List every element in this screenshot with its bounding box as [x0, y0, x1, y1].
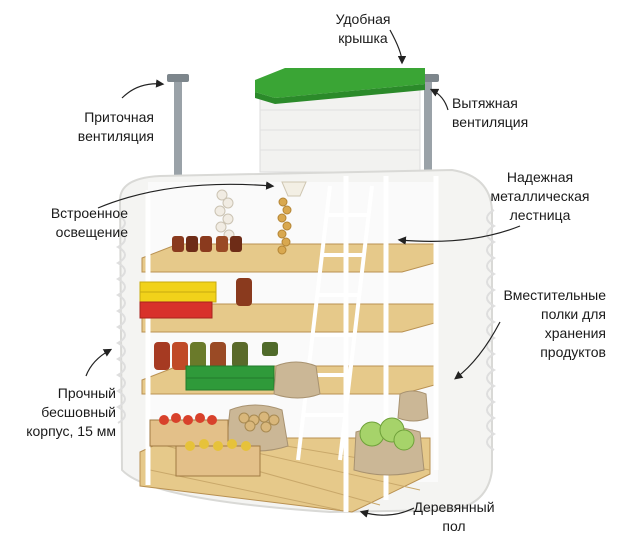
green-crate	[185, 365, 275, 391]
apple-crates	[149, 413, 261, 477]
exhaust-vent-arrow	[429, 88, 449, 111]
hanging-onions	[277, 197, 292, 255]
metal-ladder	[296, 185, 374, 461]
potatoes	[238, 411, 280, 433]
lamp	[281, 181, 307, 197]
lighting-arrow	[97, 181, 275, 209]
red-crate	[139, 301, 213, 319]
callout-arrows	[85, 29, 521, 518]
cabbages	[359, 417, 415, 451]
supply-vent-arrow	[121, 79, 165, 99]
neck	[259, 89, 421, 173]
lid-arrow	[389, 29, 407, 65]
ladder-arrow	[397, 225, 521, 245]
lid	[255, 68, 425, 104]
jars	[154, 236, 278, 370]
supply-vent-pipe	[167, 74, 189, 190]
body-arrow	[85, 348, 113, 377]
floor-arrow	[359, 507, 415, 518]
yellow-crate	[139, 281, 217, 303]
shelves-arrow	[454, 321, 501, 380]
